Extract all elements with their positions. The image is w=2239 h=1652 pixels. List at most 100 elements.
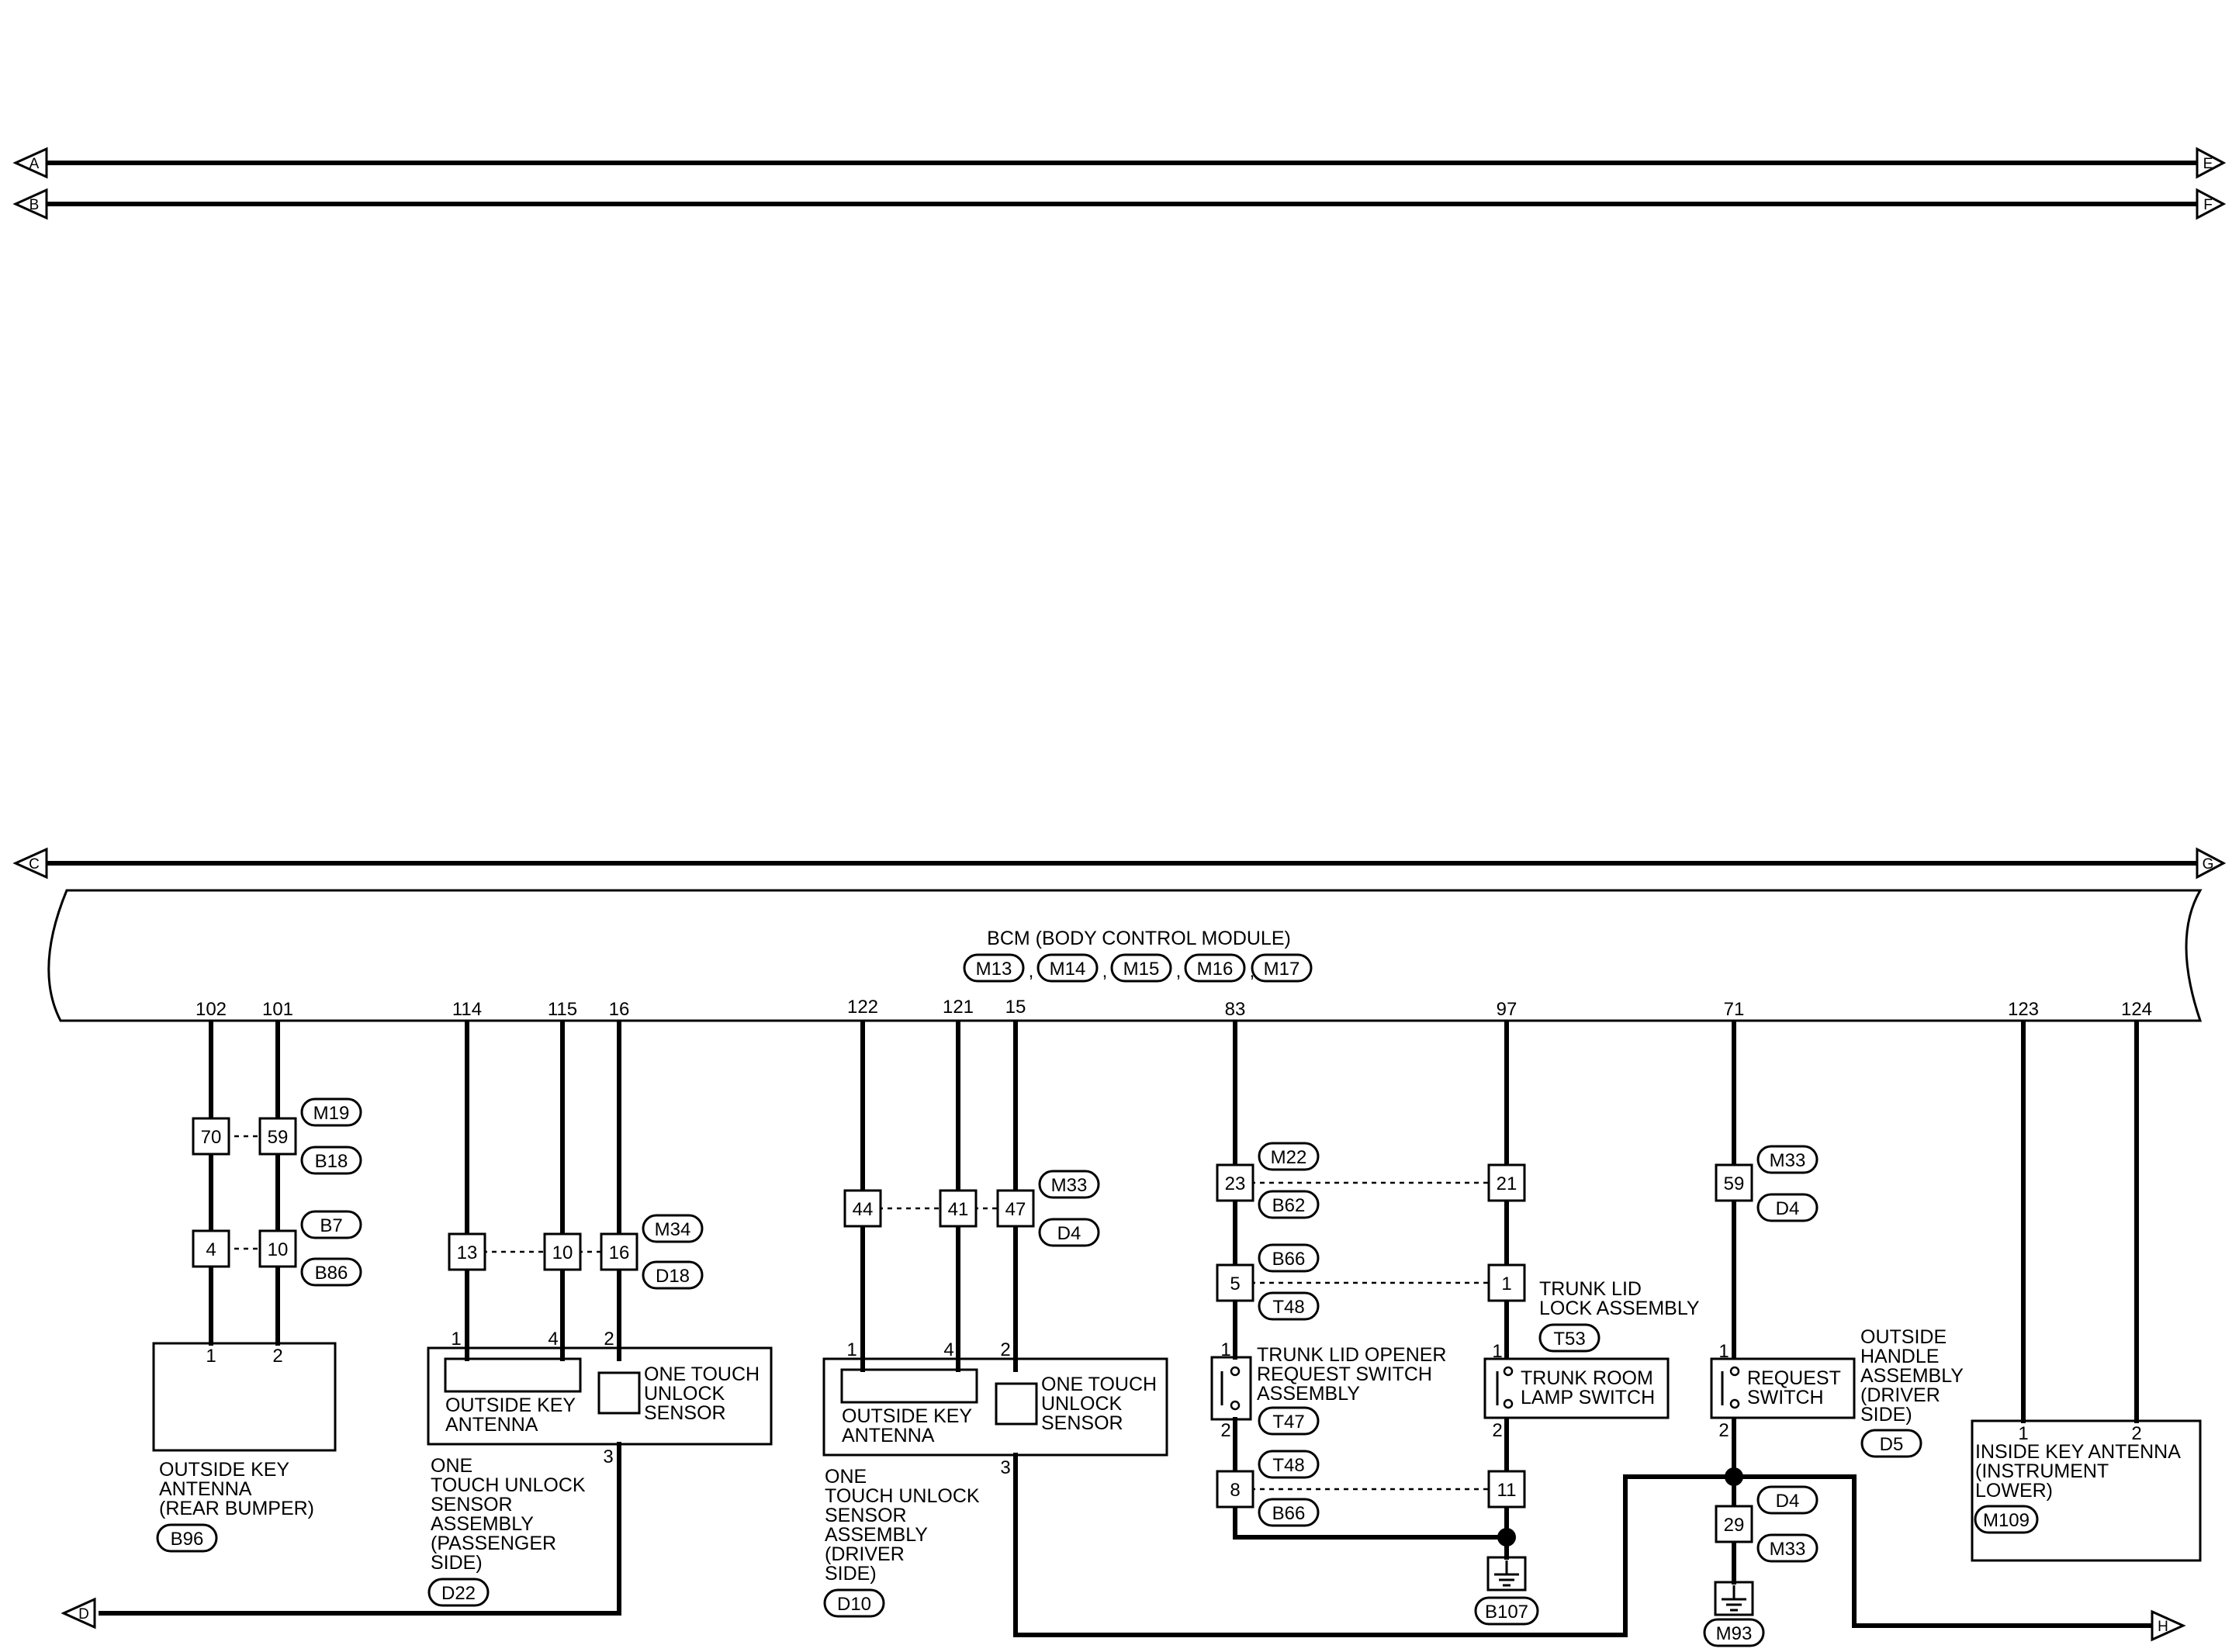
pin-label: 1: [1220, 1339, 1230, 1360]
joint-16: 16: [600, 1232, 638, 1271]
component-label: ANTENNA: [159, 1478, 252, 1500]
svg-text:1: 1: [1501, 1274, 1511, 1294]
bus-arrow-b: [12, 188, 48, 220]
ground-m93: M93: [1703, 1581, 1765, 1647]
joint-8: 8: [1216, 1470, 1254, 1509]
switch-terminal: [1503, 1398, 1514, 1409]
bus-label-d: D: [78, 1606, 89, 1623]
bus-label-g: G: [2203, 856, 2214, 873]
bcm-pin: 83: [1225, 999, 1246, 1020]
component-label: TOUCH UNLOCK: [431, 1474, 586, 1496]
bus-arrow-c: [12, 847, 48, 880]
svg-text:D4: D4: [1776, 1491, 1800, 1512]
joint-23: 23: [1216, 1163, 1254, 1202]
inside-key-antenna: 1 2 INSIDE KEY ANTENNA (INSTRUMENT LOWER…: [1971, 1419, 2202, 1562]
component-label: SIDE): [431, 1552, 483, 1574]
joint-44: 44: [843, 1189, 882, 1228]
switch-terminal: [1729, 1366, 1740, 1377]
svg-text:5: 5: [1230, 1274, 1240, 1294]
sensor-element: [995, 1382, 1038, 1426]
svg-text:M34: M34: [655, 1219, 691, 1240]
component-label: SENSOR: [825, 1505, 907, 1526]
component-label: TRUNK LID OPENER: [1257, 1344, 1446, 1366]
svg-text:59: 59: [268, 1127, 289, 1148]
joint-41: 41: [939, 1189, 978, 1228]
antenna-label: OUTSIDE KEY: [842, 1405, 972, 1427]
bus-c-g: C G: [12, 847, 2227, 880]
ground-label: M93: [1716, 1623, 1753, 1644]
component-label: ASSEMBLY: [825, 1524, 928, 1546]
trunk-lid-lock-assembly: TRUNK LID LOCK ASSEMBLY T53: [1538, 1278, 1700, 1353]
connector-m34: M34: [642, 1214, 704, 1243]
connector-m33-lower: M33: [1756, 1533, 1819, 1563]
svg-text:21: 21: [1497, 1173, 1517, 1194]
connector-d22: D22: [427, 1578, 490, 1607]
bus-a-e: A E: [12, 147, 2227, 179]
svg-text:D4: D4: [1057, 1223, 1081, 1244]
pin-label: 2: [1220, 1420, 1230, 1441]
svg-text:M33: M33: [1051, 1175, 1088, 1196]
pin-label: 2: [1492, 1420, 1502, 1441]
component-label: SIDE): [1860, 1404, 1912, 1426]
component-label: REQUEST: [1747, 1367, 1841, 1389]
svg-text:T53: T53: [1553, 1329, 1585, 1350]
svg-text:23: 23: [1225, 1173, 1246, 1194]
svg-text:M33: M33: [1770, 1150, 1806, 1171]
bcm-pin: 16: [609, 999, 630, 1020]
svg-text:B7: B7: [320, 1215, 342, 1236]
svg-text:B66: B66: [1272, 1503, 1306, 1524]
svg-text:M109: M109: [1983, 1510, 2030, 1531]
pin-label: 3: [603, 1446, 613, 1467]
joint-11: 11: [1487, 1470, 1526, 1509]
component-label: LOWER): [1975, 1480, 2053, 1502]
bus-arrow-h: [2151, 1609, 2186, 1642]
joint-10-passenger: 10: [543, 1232, 582, 1271]
connector-links: [225, 1135, 1491, 1491]
splice-dot: [1725, 1467, 1743, 1486]
bus-arrow-g: [2196, 847, 2227, 880]
component-label: (INSTRUMENT: [1975, 1460, 2109, 1482]
component-label: LAMP SWITCH: [1521, 1387, 1655, 1408]
svg-text:59: 59: [1724, 1173, 1745, 1194]
comma: ,: [1102, 961, 1108, 982]
bcm-pin: 121: [943, 997, 974, 1018]
antenna-label: ANTENNA: [842, 1425, 935, 1446]
connector-tags: M19 B18 B7 B86 M34 D18 M33 D4 M22 B62 B6…: [300, 1097, 1819, 1563]
ground-b107: B107: [1474, 1556, 1539, 1626]
bcm-connector-m17: M17: [1264, 959, 1300, 980]
joint-10: 10: [258, 1229, 297, 1268]
bcm-pin: 122: [847, 997, 878, 1018]
component-label: ONE: [825, 1466, 867, 1488]
component-label: ASSEMBLY: [1257, 1383, 1360, 1405]
wires: [99, 1020, 2151, 1637]
bus-h: H: [2151, 1609, 2186, 1642]
sensor-label: UNLOCK: [1041, 1393, 1123, 1415]
pin-label: 1: [2018, 1423, 2028, 1444]
sensor-label: SENSOR: [644, 1402, 726, 1424]
joint-5: 5: [1216, 1263, 1254, 1302]
svg-text:29: 29: [1724, 1515, 1745, 1536]
bus-arrow-a: [12, 147, 48, 179]
pin-label: 2: [272, 1346, 282, 1367]
svg-text:D5: D5: [1880, 1434, 1904, 1455]
svg-text:B86: B86: [315, 1263, 348, 1284]
svg-text:16: 16: [609, 1242, 630, 1263]
pin-label: 4: [943, 1339, 953, 1360]
passenger-unlock-assembly: 1 4 2 3 OUTSIDE KEY ANTENNA ONE TOUCH UN…: [427, 1329, 773, 1607]
svg-text:M19: M19: [313, 1103, 350, 1124]
bcm-pin: 71: [1724, 999, 1745, 1020]
ground-label: B107: [1485, 1602, 1528, 1623]
component-label: INSIDE KEY ANTENNA: [1975, 1441, 2181, 1463]
component-label: (DRIVER: [1860, 1384, 1940, 1406]
bcm-connector-m15: M15: [1123, 959, 1160, 980]
antenna-element: [444, 1357, 582, 1393]
connector-d5: D5: [1860, 1429, 1922, 1458]
svg-text:B96: B96: [171, 1529, 204, 1550]
svg-text:4: 4: [206, 1239, 216, 1260]
svg-text:M33: M33: [1770, 1539, 1806, 1560]
svg-text:13: 13: [457, 1242, 478, 1263]
bcm-pin: 124: [2121, 999, 2152, 1020]
connector-t47: T47: [1258, 1406, 1320, 1436]
svg-text:70: 70: [201, 1127, 222, 1148]
connector-b7: B7: [300, 1210, 362, 1239]
